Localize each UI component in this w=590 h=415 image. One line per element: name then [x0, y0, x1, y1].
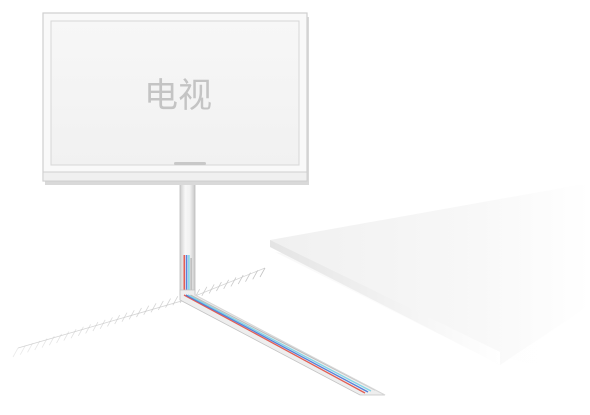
floor-hatch-mark — [201, 286, 208, 297]
floor-hatch-mark — [172, 296, 179, 306]
floor-hatch-mark — [216, 281, 222, 292]
tv-bottom-bezel — [42, 171, 308, 182]
floor-hatch-mark — [27, 343, 33, 353]
floor-hatch-mark — [63, 331, 70, 341]
floor-hatch-mark — [34, 340, 41, 351]
floor-hatch-mark — [252, 270, 259, 280]
floor-hatch-mark — [245, 272, 251, 282]
tv: 电视 — [42, 12, 309, 185]
floor-hatch-mark — [56, 333, 62, 344]
floor-conduit — [179, 289, 386, 396]
table-edge — [270, 240, 500, 365]
floor-hatch-mark — [121, 312, 128, 322]
floor-hatch-mark — [237, 274, 244, 285]
floor-hatch-mark — [208, 284, 215, 294]
floor-hatch-mark — [19, 345, 26, 355]
floor-hatch-mark — [78, 326, 84, 337]
floor-hatch-mark — [107, 317, 113, 327]
floor-hatch-mark — [157, 300, 164, 311]
floor-hatch-mark — [48, 336, 55, 346]
cable-bundle-vertical — [183, 255, 192, 297]
floor-hatch-mark — [143, 305, 150, 315]
table-top — [270, 183, 590, 365]
floor-hatch-mark — [85, 324, 91, 334]
floor-hatch-mark — [114, 314, 121, 325]
floor-hatch-mark — [99, 319, 106, 329]
vertical-conduit — [179, 169, 196, 297]
floor-hatch-mark — [230, 277, 237, 287]
floor-hatch-mark — [223, 279, 230, 289]
floor-hatch-mark — [70, 328, 77, 339]
floor-hatch-mark — [136, 307, 142, 318]
floor-hatch-mark — [92, 321, 99, 332]
table — [270, 183, 590, 378]
floor-hatch-mark — [128, 310, 135, 320]
floor-hatch-mark — [12, 347, 19, 358]
floor-hatch-mark — [165, 298, 171, 308]
floor-hatch-mark — [259, 267, 266, 278]
tv-indicator — [174, 162, 206, 165]
tv-screen — [50, 20, 300, 166]
floor-hatch-mark — [150, 303, 157, 313]
floor-hatch-mark — [41, 338, 48, 348]
tv-label: 电视 — [144, 76, 212, 116]
